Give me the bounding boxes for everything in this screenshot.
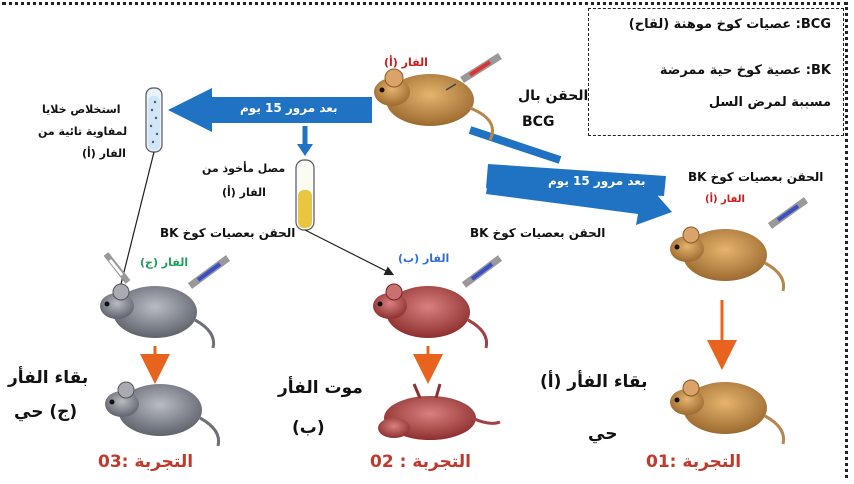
- extract-line2: لمفاوية تائية من: [38, 125, 128, 138]
- inject-bk-left: الحقن بعصيات كوخ BK: [160, 226, 296, 240]
- arrow-left-15days: [168, 88, 372, 132]
- legend-bk-line2: مسببة لمرض السل: [708, 95, 831, 110]
- mouse-a-bottom: [670, 379, 786, 445]
- experiment-01: التجربة :01: [646, 452, 742, 472]
- serum-line2: الفار (أ): [222, 186, 266, 199]
- mouse-b-dead: [378, 383, 501, 440]
- syringe-top: [445, 53, 502, 91]
- experiment-02: التجربة : 02: [370, 452, 471, 472]
- result-b-line2: (ب): [292, 418, 325, 438]
- serum-line1: مصل مأخوذ من: [202, 162, 286, 175]
- extract-line1: استخلاص خلايا: [42, 103, 121, 116]
- syringe-c-left: [103, 252, 131, 284]
- result-b-line1: موت الفأر: [278, 378, 363, 398]
- extract-line3: الفار (أ): [82, 147, 126, 160]
- syringe-b: [461, 255, 503, 288]
- legend-bk-line1: BK: عصية كوخ حية ممرضة: [659, 63, 831, 78]
- syringe-right: [767, 197, 809, 229]
- mouse-a-right: [670, 226, 786, 292]
- tube-serum: [295, 159, 315, 231]
- result-a-line1: بقاء الفأر (أ): [540, 372, 648, 392]
- after15-left-label: بعد مرور 15 يوم: [240, 101, 338, 115]
- line-tube-to-mouse-b: [304, 229, 395, 276]
- line-tube-to-mouse-c: [115, 151, 155, 299]
- syringe-c-right: [187, 255, 231, 289]
- experiment-03: التجربة :03: [98, 452, 194, 472]
- result-a-line2: حي: [588, 424, 618, 444]
- inject-bcg-line1: الحقن بال: [518, 88, 589, 104]
- tube-lymphocytes: [145, 87, 163, 153]
- legend-bcg: BCG: عصيات كوخ موهنة (لقاح): [628, 17, 831, 32]
- mouse-b-label: الفار (ب): [398, 252, 450, 265]
- result-c-line1: بقاء الفأر: [8, 368, 89, 388]
- after15-right-label: بعد مرور 15 يوم: [548, 174, 646, 188]
- arrow-right-15days: [486, 164, 672, 225]
- mouse-a-right-label: الفار (أ): [705, 194, 745, 205]
- legend-box: BCG: عصيات كوخ موهنة (لقاح) BK: عصية كوخ…: [588, 8, 844, 136]
- result-c-line2: (ج) حي: [14, 402, 78, 422]
- mouse-c-bottom: [105, 381, 221, 447]
- arrow-down-serum: [297, 126, 313, 156]
- mouse-a-top-label: الفار (أ): [384, 56, 428, 69]
- mouse-b-middle: [373, 283, 489, 349]
- inject-bk-right: الحقن بعصيات كوخ BK: [688, 170, 824, 184]
- inject-bk-center: الحقن بعصيات كوخ BK: [470, 226, 606, 240]
- mouse-c-middle: [100, 283, 216, 349]
- dotted-frame: [2, 2, 848, 478]
- arrow-bcg-to-right: [468, 126, 562, 164]
- inject-bcg-line2: BCG: [522, 114, 555, 130]
- mouse-c-label: الفار (ج): [140, 256, 189, 269]
